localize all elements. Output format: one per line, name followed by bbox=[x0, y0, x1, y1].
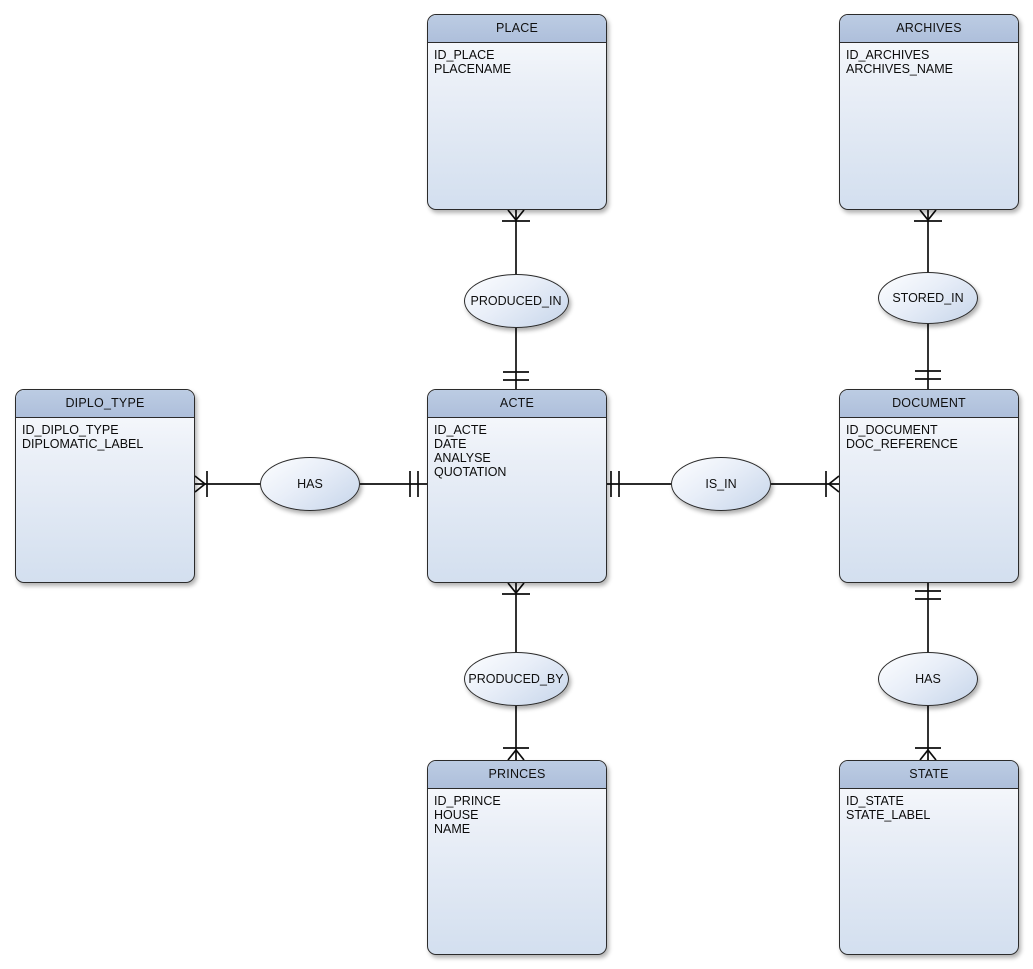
attribute: DATE bbox=[434, 436, 467, 451]
attribute: STATE_LABEL bbox=[846, 807, 931, 822]
attribute: ARCHIVES_NAME bbox=[846, 61, 953, 76]
attribute: NAME bbox=[434, 821, 471, 836]
crowsfoot-many-document bbox=[827, 475, 840, 493]
connector-place-acte bbox=[502, 209, 530, 389]
entity-title: ACTE bbox=[428, 390, 606, 418]
relationship-produced-in[interactable]: PRODUCED_IN bbox=[463, 274, 569, 328]
entity-place[interactable]: PLACE ID_PLACE PLACENAME bbox=[427, 14, 607, 210]
entity-title: STATE bbox=[840, 761, 1018, 789]
entity-document[interactable]: DOCUMENT ID_DOCUMENT DOC_REFERENCE bbox=[839, 389, 1019, 583]
entity-title: ARCHIVES bbox=[840, 15, 1018, 43]
connector-acte-princes bbox=[502, 582, 530, 761]
crowsfoot-many-diplotype bbox=[194, 475, 207, 493]
connector-diplotype-acte bbox=[194, 471, 427, 497]
connector-acte-document bbox=[607, 471, 840, 497]
relationship-produced-by[interactable]: PRODUCED_BY bbox=[463, 652, 569, 706]
crowsfoot-many-princes bbox=[507, 748, 525, 761]
entity-archives[interactable]: ARCHIVES ID_ARCHIVES ARCHIVES_NAME bbox=[839, 14, 1019, 210]
attribute: ANALYSE bbox=[434, 450, 491, 465]
attribute: DOC_REFERENCE bbox=[846, 436, 958, 451]
entity-title: PRINCES bbox=[428, 761, 606, 789]
entity-attribute-list: ID_ACTE DATE ANALYSE QUOTATION bbox=[428, 418, 606, 480]
attribute: ID_ARCHIVES bbox=[846, 48, 930, 62]
connector-document-state bbox=[915, 583, 941, 761]
attribute: ID_ACTE bbox=[434, 423, 487, 437]
relationship-stored-in[interactable]: STORED_IN bbox=[878, 272, 978, 324]
entity-attribute-list: ID_ARCHIVES ARCHIVES_NAME bbox=[840, 43, 1018, 77]
attribute: ID_DOCUMENT bbox=[846, 423, 938, 437]
crowsfoot-many-place bbox=[507, 209, 525, 222]
attribute: QUOTATION bbox=[434, 464, 507, 479]
relationship-has-state[interactable]: HAS bbox=[878, 652, 978, 706]
attribute: ID_STATE bbox=[846, 794, 904, 808]
entity-attribute-list: ID_DOCUMENT DOC_REFERENCE bbox=[840, 418, 1018, 452]
attribute: DIPLOMATIC_LABEL bbox=[22, 436, 144, 451]
crowsfoot-many-state bbox=[919, 748, 937, 761]
attribute: ID_DIPLO_TYPE bbox=[22, 423, 119, 437]
entity-attribute-list: ID_STATE STATE_LABEL bbox=[840, 789, 1018, 823]
relationship-has-type[interactable]: HAS bbox=[260, 457, 360, 511]
entity-diplo-type[interactable]: DIPLO_TYPE ID_DIPLO_TYPE DIPLOMATIC_LABE… bbox=[15, 389, 195, 583]
crowsfoot-many-acte-bottom bbox=[507, 582, 525, 595]
attribute: HOUSE bbox=[434, 807, 479, 822]
entity-attribute-list: ID_DIPLO_TYPE DIPLOMATIC_LABEL bbox=[16, 418, 194, 452]
entity-acte[interactable]: ACTE ID_ACTE DATE ANALYSE QUOTATION bbox=[427, 389, 607, 583]
relationship-is-in[interactable]: IS_IN bbox=[671, 457, 771, 511]
attribute: PLACENAME bbox=[434, 61, 512, 76]
entity-title: DIPLO_TYPE bbox=[16, 390, 194, 418]
entity-title: PLACE bbox=[428, 15, 606, 43]
attribute: ID_PLACE bbox=[434, 48, 495, 62]
entity-title: DOCUMENT bbox=[840, 390, 1018, 418]
entity-attribute-list: ID_PRINCE HOUSE NAME bbox=[428, 789, 606, 837]
entity-princes[interactable]: PRINCES ID_PRINCE HOUSE NAME bbox=[427, 760, 607, 955]
entity-state[interactable]: STATE ID_STATE STATE_LABEL bbox=[839, 760, 1019, 955]
crowsfoot-many-archives bbox=[919, 209, 937, 222]
connector-archives-document bbox=[914, 209, 942, 389]
entity-attribute-list: ID_PLACE PLACENAME bbox=[428, 43, 606, 77]
attribute: ID_PRINCE bbox=[434, 794, 501, 808]
